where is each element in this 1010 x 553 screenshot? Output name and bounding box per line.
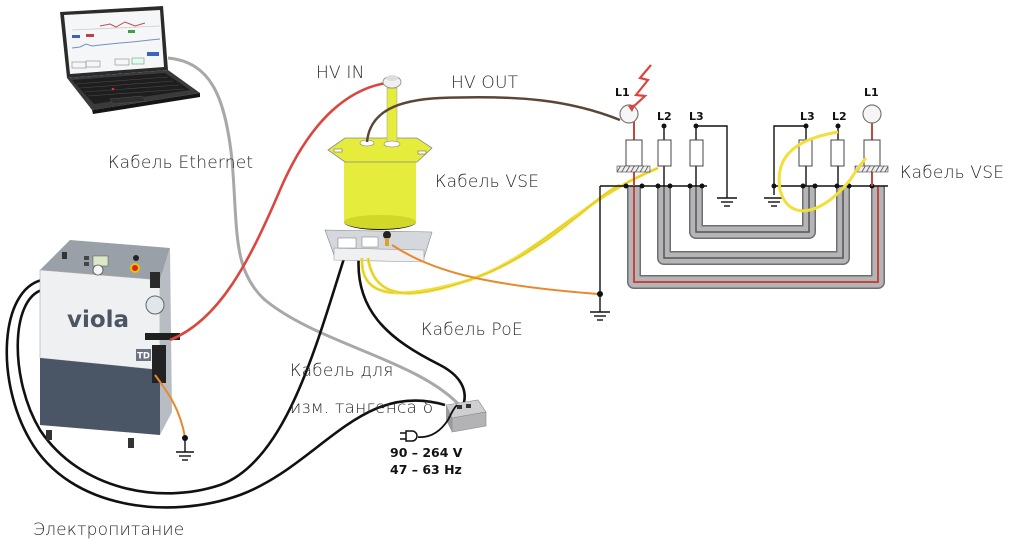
laptop-screen-chart xyxy=(71,21,161,69)
label-poe-cable: Кабель PoE xyxy=(421,320,523,340)
mains-lead xyxy=(417,404,458,438)
power-cable-outer xyxy=(5,278,446,509)
plug-icon xyxy=(400,430,418,442)
phase-label-right-l1: L1 xyxy=(864,86,879,99)
phase-label-left-l3: L3 xyxy=(689,110,704,123)
device-ground-cable xyxy=(154,374,186,438)
hv-out-cable xyxy=(365,96,621,143)
power-spec-frequency: 47 – 63 Hz xyxy=(390,462,462,477)
label-vse-cable-right: Кабель VSE xyxy=(900,163,1005,183)
phase-label-left-l1: L1 xyxy=(615,86,630,99)
ground-symbol-schematic xyxy=(590,311,610,321)
ground-symbol-device xyxy=(176,438,194,461)
laptop xyxy=(60,6,200,114)
phase-label-right-l2: L2 xyxy=(832,110,847,123)
label-hv-in: HV IN xyxy=(316,63,365,83)
ethernet-cable xyxy=(167,56,464,409)
phase-label-right-l3: L3 xyxy=(800,110,815,123)
lightning-icon xyxy=(631,64,652,109)
transformer-ground-cable xyxy=(391,244,599,295)
hv-transformer xyxy=(324,75,433,263)
cable-schematic xyxy=(590,64,889,321)
device-brand-text: viola xyxy=(67,307,129,333)
label-tan-delta-cable-line1: Кабель для xyxy=(290,361,394,381)
viola-td-device xyxy=(39,240,180,448)
phase-label-left-l2: L2 xyxy=(657,110,672,123)
label-vse-cable-center: Кабель VSE xyxy=(435,172,540,192)
poe-injector xyxy=(445,399,487,433)
vse-cable-right-loop xyxy=(777,130,868,213)
laptop-keyboard xyxy=(75,76,185,97)
device-model-text: TD xyxy=(137,352,150,362)
label-power-supply: Электропитание xyxy=(33,520,185,540)
poe-cable xyxy=(357,244,466,409)
hv-in-cable xyxy=(169,80,396,342)
label-ethernet-cable: Кабель Ethernet xyxy=(108,153,254,173)
label-tan-delta-cable-line2: изм. тангенса δ xyxy=(290,398,434,418)
power-spec-voltage: 90 – 264 V xyxy=(390,445,463,460)
power-spec: 90 – 264 V 47 – 63 Hz xyxy=(390,444,462,478)
power-cable-inner xyxy=(16,239,352,495)
device-model-badge: TD xyxy=(136,349,151,362)
label-hv-out: HV OUT xyxy=(451,73,519,93)
